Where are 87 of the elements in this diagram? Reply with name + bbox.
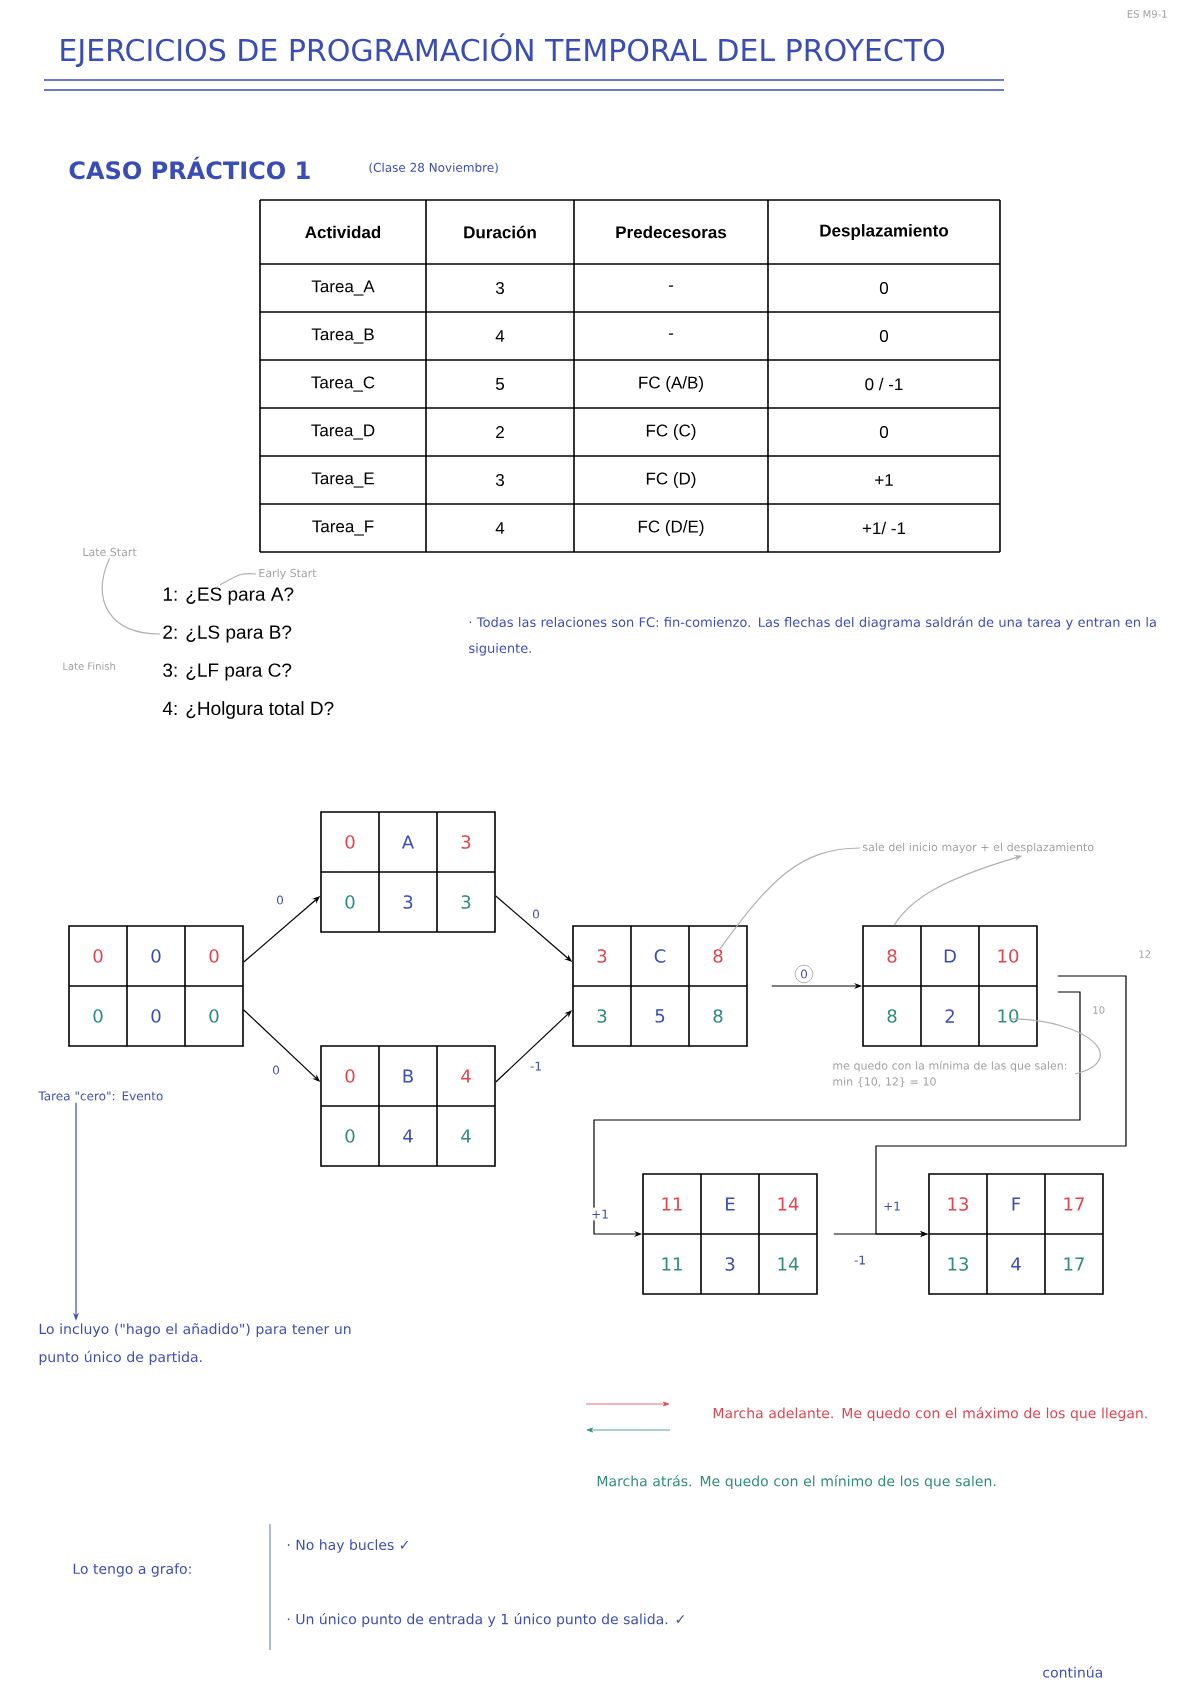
table-text: Tarea_E <box>311 472 374 488</box>
cell-value: E <box>726 1197 735 1211</box>
table-header: Desplazamiento <box>820 224 949 240</box>
table-text: - <box>668 285 674 287</box>
cell-value: A <box>401 835 414 849</box>
cell-value: 14 <box>778 1197 799 1211</box>
question-text: 1: ¿ES para A? <box>163 587 294 605</box>
task-box <box>320 811 496 933</box>
task-box <box>642 1173 818 1295</box>
cell-value: 0 <box>345 835 355 849</box>
table-text: 0 / -1 <box>865 377 903 391</box>
cell-value: 11 <box>662 1197 682 1211</box>
task-box <box>862 925 1038 1047</box>
table-text: +1/ -1 <box>862 521 906 535</box>
table-text: Tarea_C <box>311 376 375 392</box>
section-heading: CASO PRÁCTICO 1 <box>69 156 310 180</box>
cell-value: 0 <box>345 1129 355 1143</box>
leader-line <box>101 557 161 635</box>
cell-value: 0 <box>209 1009 219 1023</box>
cell-value: D <box>944 949 956 963</box>
cell-value: C <box>654 949 666 963</box>
cell-value: 3 <box>597 1009 607 1023</box>
table-text: Tarea_F <box>312 520 374 536</box>
cell-value: 8 <box>887 1009 897 1023</box>
table-text: Tarea_D <box>311 424 375 440</box>
table-text: 0 <box>879 330 889 342</box>
table-text: 0 <box>879 282 889 294</box>
table-text: 3 <box>495 474 504 486</box>
task-box <box>68 925 244 1047</box>
table-text: +1 <box>875 474 893 486</box>
leader-line <box>719 847 861 950</box>
table-text: 0 <box>879 426 889 438</box>
table-text: 5 <box>495 378 504 390</box>
question-text: 4: ¿Holgura total D? <box>162 701 334 719</box>
table-header: Predecesoras <box>616 225 727 239</box>
cell-value: 10 <box>998 1009 1019 1023</box>
table-text: 2 <box>496 426 504 438</box>
table-text: 4 <box>495 330 505 342</box>
cell-value: 8 <box>887 949 897 963</box>
cell-value: F <box>1012 1197 1021 1211</box>
cell-value: 4 <box>1011 1257 1021 1271</box>
cell-value: 3 <box>461 835 471 849</box>
cell-value: 4 <box>403 1129 413 1143</box>
table-text: - <box>668 333 674 335</box>
cell-value: 14 <box>778 1257 799 1271</box>
table-text: FC (A/B) <box>639 376 703 392</box>
cell-value: 13 <box>948 1257 968 1271</box>
task-box <box>928 1173 1104 1295</box>
cell-value: 10 <box>998 949 1019 963</box>
cell-value: 0 <box>209 949 219 963</box>
table-text: Tarea_A <box>311 280 375 296</box>
table-text: FC (D/E) <box>638 520 704 536</box>
cell-value: 2 <box>945 1009 954 1023</box>
cell-value: 0 <box>151 1009 161 1023</box>
leader-line <box>1009 1018 1101 1075</box>
question-text: 2: ¿LS para B? <box>163 625 292 643</box>
table-header: Duración <box>464 225 536 239</box>
cell-value: 0 <box>345 895 355 909</box>
table-text: 4 <box>495 522 505 534</box>
table-text: FC (D) <box>646 472 696 488</box>
cell-value: 3 <box>725 1257 735 1271</box>
cell-value: 4 <box>461 1129 471 1143</box>
leader-line <box>219 572 257 586</box>
cell-value: 17 <box>1064 1257 1084 1271</box>
title: EJERCICIOS DE PROGRAMACIÓN TEMPORAL DEL PROYECTO <box>61 33 945 67</box>
table-header: Actividad <box>305 225 381 239</box>
cell-value: 3 <box>461 895 471 909</box>
cell-value: 11 <box>662 1257 682 1271</box>
task-box <box>320 1045 496 1167</box>
task-box <box>572 925 748 1047</box>
cell-value: 0 <box>93 949 103 963</box>
cell-value: 8 <box>713 1009 723 1023</box>
table-text: FC (C) <box>646 424 696 440</box>
cell-value: 3 <box>403 895 413 909</box>
cell-value: 3 <box>597 949 607 963</box>
cell-value: B <box>403 1069 413 1083</box>
cell-value: 0 <box>151 949 161 963</box>
question-text: 3: ¿LF para C? <box>163 663 292 681</box>
table-text: Tarea_B <box>311 328 374 344</box>
cell-value: 5 <box>655 1009 665 1023</box>
cell-value: 0 <box>93 1009 103 1023</box>
table-text: 3 <box>495 282 504 294</box>
cell-value: 0 <box>345 1069 355 1083</box>
cell-value: 13 <box>948 1197 968 1211</box>
cell-value: 17 <box>1064 1197 1084 1211</box>
cell-value: 8 <box>713 949 723 963</box>
cell-value: 4 <box>461 1069 471 1083</box>
